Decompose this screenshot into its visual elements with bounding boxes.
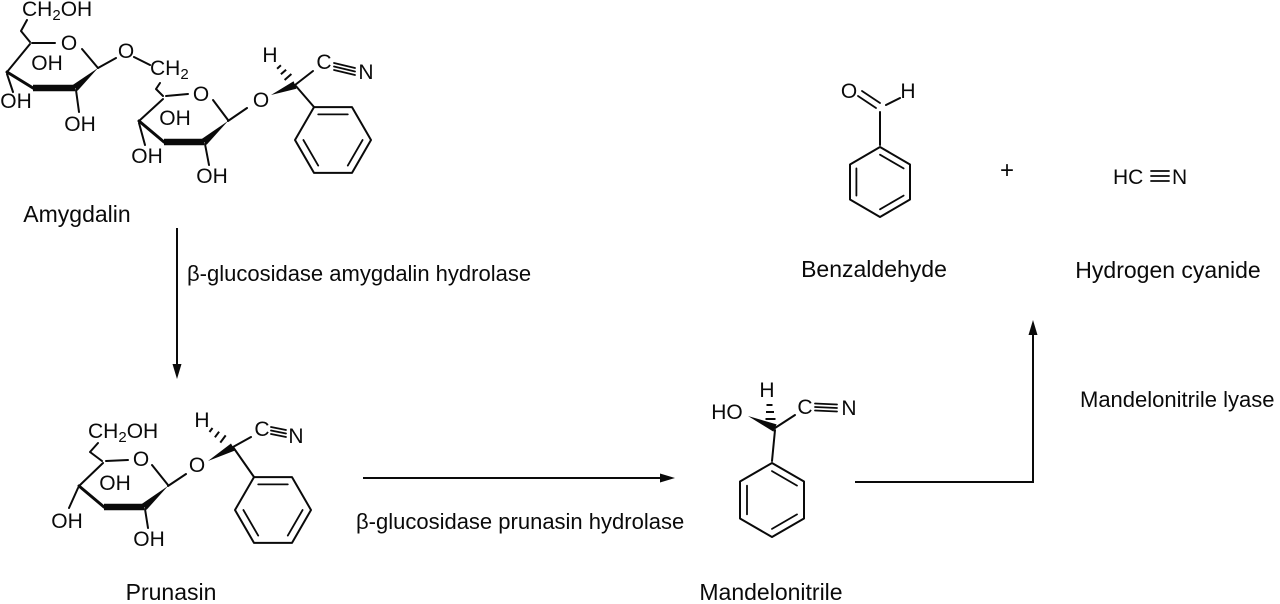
prunasin-glycosidic-wedge-bond [208,443,235,461]
benzaldehyde-name-label: Benzaldehyde [801,256,947,282]
prunasin-front-left-bond [77,484,106,509]
glucose2-front-left-bond [137,119,166,144]
mandelonitrile-stereocenter-bonds [771,414,796,462]
amygdalin-nitrile-nitrogen-label: N [358,61,373,84]
mandelonitrile-phenyl-ring [739,462,805,538]
hydrogen-cyanide-name-label: Hydrogen cyanide [1075,257,1260,283]
benzaldehyde-carbonyl-oxygen-label: O [841,80,857,103]
amygdalin-hash-wedge-bond [276,64,293,81]
prunasin-inner-hydroxyl-label: OH [99,472,131,495]
mandelonitrile-name-label: Mandelonitrile [699,579,842,604]
step1-arrowhead [172,364,182,379]
amygdalin-stereo-hydrogen-label: H [262,44,277,67]
amygdalin-ch2-label: CH2 [150,57,189,83]
prunasin-left-hydroxyl-label: OH [51,510,83,533]
step3-enzyme-label: Mandelonitrile lyase [1080,387,1274,412]
prunasin-phenyl-inner-bonds [242,483,304,537]
benzaldehyde-aldehyde-hydrogen-label: H [900,80,915,103]
glucose1-ring-bonds [6,42,99,73]
glucose2-substituent-bonds [138,82,248,166]
benzaldehyde-carbonyl-double-bond [857,90,881,109]
amygdalin-glycosidic-oxygen-label: O [253,89,269,112]
prunasin-hash-wedge-bond [208,427,227,444]
ring1-inner-hydroxyl-label: OH [31,52,63,75]
step2-arrowhead [660,473,675,483]
glucose1-substituent-bonds [6,19,151,113]
plus-operator: + [1000,157,1014,184]
linker-oxygen-label: O [118,40,134,63]
amygdalin-phenyl-ring [294,106,372,174]
benzaldehyde-structure: O H Benzaldehyde [801,80,947,282]
amygdalin-structure: CH2OH O OH OH OH O CH2 O OH OH OH O H C … [0,0,373,227]
hydrogen-cyanide-structure: HC N Hydrogen cyanide [1075,166,1260,283]
prunasin-glycosidic-oxygen-label: O [189,454,205,477]
mandelonitrile-hydroxyl-label: HO [711,401,743,424]
ring2-inner-hydroxyl-label: OH [159,107,191,130]
amygdalin-stereocenter-bonds [294,70,315,108]
prunasin-phenyl-ring [234,476,312,544]
glucose2-ring-bonds [138,93,229,122]
mandelonitrile-hash-wedge-bond [765,404,776,420]
benzaldehyde-phenyl-ring [849,146,911,218]
amygdalin-glycosidic-wedge-bond [271,81,297,95]
mandelonitrile-structure: HO H C N Mandelonitrile [699,379,856,604]
ring2-oxygen-label: O [193,83,209,106]
step1-enzyme-label: β-glucosidase amygdalin hydrolase [187,261,531,286]
prunasin-ring-oxygen-label: O [133,448,149,471]
reaction-step3: Mandelonitrile lyase [855,320,1274,483]
prunasin-structure: CH2OH O OH OH OH O H C N Prunasin [51,409,312,604]
prunasin-substituent-bonds [68,442,187,529]
amygdalin-name-label: Amygdalin [23,201,130,227]
benzaldehyde-aldehyde-bonds [879,97,901,146]
prunasin-triple-bond [270,426,287,438]
amygdalin-phenyl-inner-bonds [302,113,364,167]
mandelonitrile-nitrile-nitrogen-label: N [841,397,856,420]
amygdalin-triple-bond [333,62,356,76]
amygdalin-nitrile-carbon-label: C [316,51,331,74]
glucose1-front-left-bond [5,70,35,90]
mandelonitrile-phenyl-inner-bonds [746,470,798,530]
hcn-triple-bond [1150,170,1170,182]
prunasin-name-label: Prunasin [126,579,217,604]
ring1-left-hydroxyl-label: OH [0,90,32,113]
glucose2-front-wedge-bond [201,121,228,145]
amygdalin-ch2oh-label: CH2OH [22,0,92,24]
ring1-bottom-hydroxyl-label: OH [64,113,96,136]
hcn-hc-label: HC [1113,166,1143,189]
mandelonitrile-nitrile-carbon-label: C [797,396,812,419]
reaction-step1: β-glucosidase amygdalin hydrolase [172,228,531,379]
prunasin-ring-bonds [78,459,169,487]
prunasin-nitrile-nitrogen-label: N [288,425,303,448]
prunasin-ch2oh-label: CH2OH [88,420,158,446]
step3-arrow [855,334,1034,483]
ring2-left-hydroxyl-label: OH [131,145,163,168]
reaction-step2: β-glucosidase prunasin hydrolase [356,473,684,534]
ring1-oxygen-label: O [61,32,77,55]
prunasin-front-wedge-bond [141,486,168,510]
hcn-nitrogen-label: N [1172,166,1187,189]
prunasin-bottom-hydroxyl-label: OH [133,528,165,551]
mandelonitrile-triple-bond [814,402,838,413]
ring2-bottom-hydroxyl-label: OH [196,165,228,188]
step2-enzyme-label: β-glucosidase prunasin hydrolase [356,509,684,534]
glucose1-front-wedge-bond [72,68,98,91]
prunasin-stereocenter-bonds [232,436,255,478]
prunasin-stereo-hydrogen-label: H [194,409,209,432]
prunasin-nitrile-carbon-label: C [254,418,269,441]
step3-arrowhead [1028,320,1038,335]
mandelonitrile-hydroxyl-wedge-bond [748,416,777,432]
mandelonitrile-stereo-hydrogen-label: H [759,379,774,402]
benzaldehyde-phenyl-inner-bonds [855,153,905,211]
